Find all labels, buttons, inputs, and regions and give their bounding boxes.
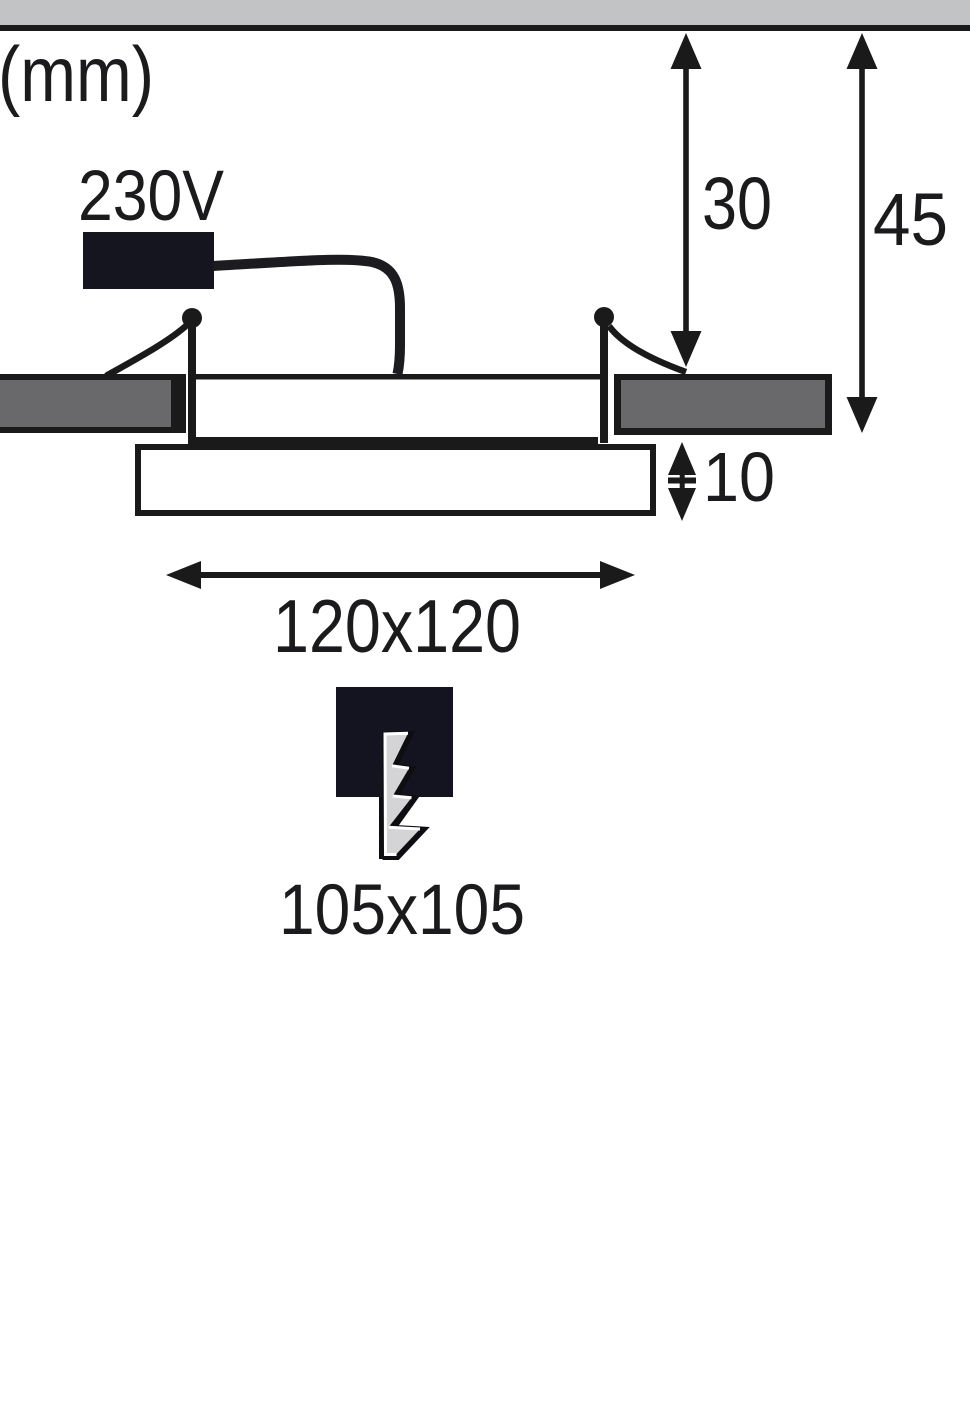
svg-text:45: 45	[873, 178, 948, 261]
svg-text:30: 30	[702, 162, 772, 245]
svg-text:120x120: 120x120	[273, 584, 521, 668]
svg-text:10: 10	[703, 438, 775, 516]
svg-text:105x105: 105x105	[279, 871, 525, 950]
svg-text:230V: 230V	[78, 157, 225, 236]
svg-text:(mm): (mm)	[0, 30, 154, 118]
